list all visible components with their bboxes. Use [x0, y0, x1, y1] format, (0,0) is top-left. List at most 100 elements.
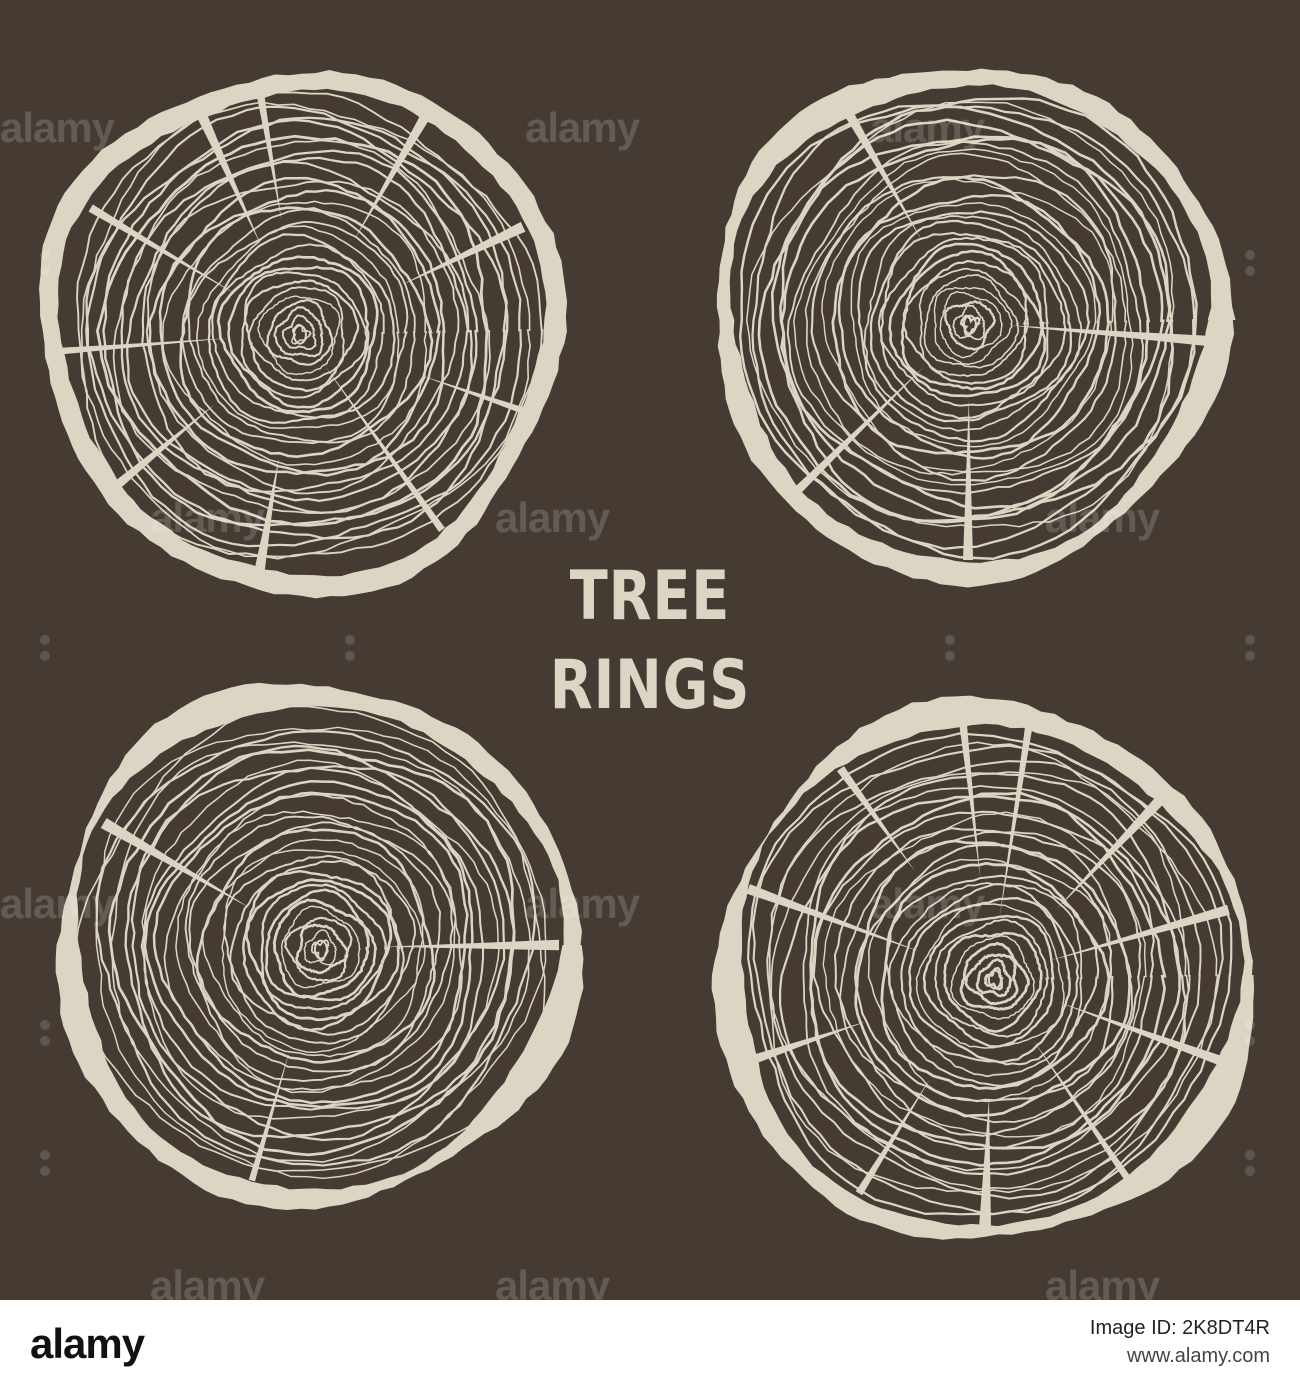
growth-ring [145, 180, 460, 495]
growth-ring [809, 791, 1167, 1150]
growth-ring [102, 118, 509, 527]
radial-crack [100, 818, 251, 909]
growth-ring [95, 726, 547, 1180]
watermark: alamy [870, 880, 985, 927]
growth-ring [943, 300, 997, 351]
growth-ring [949, 935, 1036, 1020]
radial-crack [193, 106, 261, 246]
tree-stump-icon [55, 682, 584, 1210]
growth-ring [80, 101, 531, 560]
growth-ring [809, 794, 1182, 1167]
growth-ring [272, 898, 370, 999]
artwork: TREE RINGS alamy alamy alamy alamy alamy… [0, 0, 1300, 1300]
footer-logo[interactable]: alamy [30, 1320, 145, 1367]
growth-ring [257, 295, 341, 376]
pith [313, 939, 328, 960]
title-line-1: TREE [569, 557, 731, 636]
radial-crack [746, 1021, 867, 1066]
growth-ring [124, 744, 516, 1139]
growth-ring [908, 897, 1071, 1064]
footer-url[interactable]: www.alamy.com [1127, 1345, 1270, 1367]
watermark-dots [40, 250, 50, 276]
watermark-dots [40, 1020, 50, 1046]
growth-ring [888, 242, 1047, 398]
watermark-dots [1245, 1150, 1255, 1176]
growth-ring [264, 888, 378, 1002]
growth-ring [95, 134, 489, 527]
growth-ring [964, 953, 1019, 1006]
growth-ring [833, 827, 1142, 1137]
growth-ring [804, 152, 1128, 476]
radial-crack [254, 458, 279, 572]
growth-ring [229, 859, 405, 1036]
growth-ring [283, 916, 353, 982]
watermark-dots [1245, 1020, 1255, 1046]
radial-crack [746, 884, 921, 952]
watermark: alamy [0, 880, 115, 927]
watermark: alamy [0, 104, 115, 151]
growth-ring [141, 160, 470, 493]
growth-ring [934, 918, 1050, 1038]
growth-ring [281, 314, 317, 351]
growth-ring [196, 225, 400, 429]
growth-ring [863, 215, 1083, 432]
heartwood-fill [57, 88, 547, 577]
growth-ring [857, 210, 1091, 443]
watermark: alamy [1045, 1262, 1160, 1300]
growth-ring [303, 929, 337, 966]
growth-ring [854, 843, 1114, 1103]
radial-crack [58, 338, 227, 355]
growth-ring [227, 265, 370, 409]
growth-ring [75, 705, 546, 1172]
growth-ring [821, 178, 1114, 473]
radial-crack [1056, 792, 1168, 909]
watermark: alamy [525, 880, 640, 927]
pith [987, 969, 1002, 990]
growth-ring [770, 771, 1190, 1190]
watermark: alamy [495, 1262, 610, 1300]
radial-crack [999, 726, 1033, 917]
pith [292, 324, 307, 345]
growth-ring [195, 828, 436, 1064]
growth-ring [900, 249, 1044, 391]
radial-crack [959, 723, 981, 879]
radial-crack [1058, 1002, 1224, 1066]
radial-crack [855, 1078, 931, 1196]
radial-crack [112, 404, 216, 491]
growth-ring [85, 105, 522, 548]
watermark: alamy [1045, 494, 1160, 541]
radial-crack [324, 364, 445, 532]
growth-ring [793, 148, 1134, 486]
growth-ring [745, 101, 1175, 528]
growth-ring [179, 206, 434, 459]
growth-ring [780, 137, 1151, 510]
growth-ring [831, 175, 1111, 455]
growth-ring [109, 741, 532, 1163]
growth-ring [188, 821, 442, 1073]
growth-ring [280, 905, 361, 989]
growth-ring [747, 732, 1233, 1216]
radial-crack [795, 366, 925, 493]
title-line-2: RINGS [549, 646, 751, 725]
growth-ring [867, 858, 1112, 1103]
radial-crack [1050, 904, 1230, 961]
watermark-dots [1245, 635, 1255, 661]
growth-ring [959, 941, 1031, 1011]
growth-ring [161, 200, 428, 466]
watermark-dots [40, 1150, 50, 1176]
growth-ring [120, 149, 479, 514]
growth-ring [273, 306, 324, 358]
watermark-dots [1245, 250, 1255, 276]
watermark: alamy [495, 494, 610, 541]
radial-crack [354, 116, 429, 240]
growth-ring [779, 772, 1188, 1176]
tree-stump-icon [711, 695, 1255, 1240]
watermark-dots [945, 635, 955, 661]
growth-ring [175, 810, 457, 1094]
growth-ring [884, 874, 1100, 1087]
tree-rings-illustration [39, 68, 1255, 1240]
growth-ring [812, 810, 1155, 1151]
growth-ring [850, 202, 1097, 448]
radial-crack [963, 399, 973, 560]
growth-ring [221, 849, 426, 1054]
